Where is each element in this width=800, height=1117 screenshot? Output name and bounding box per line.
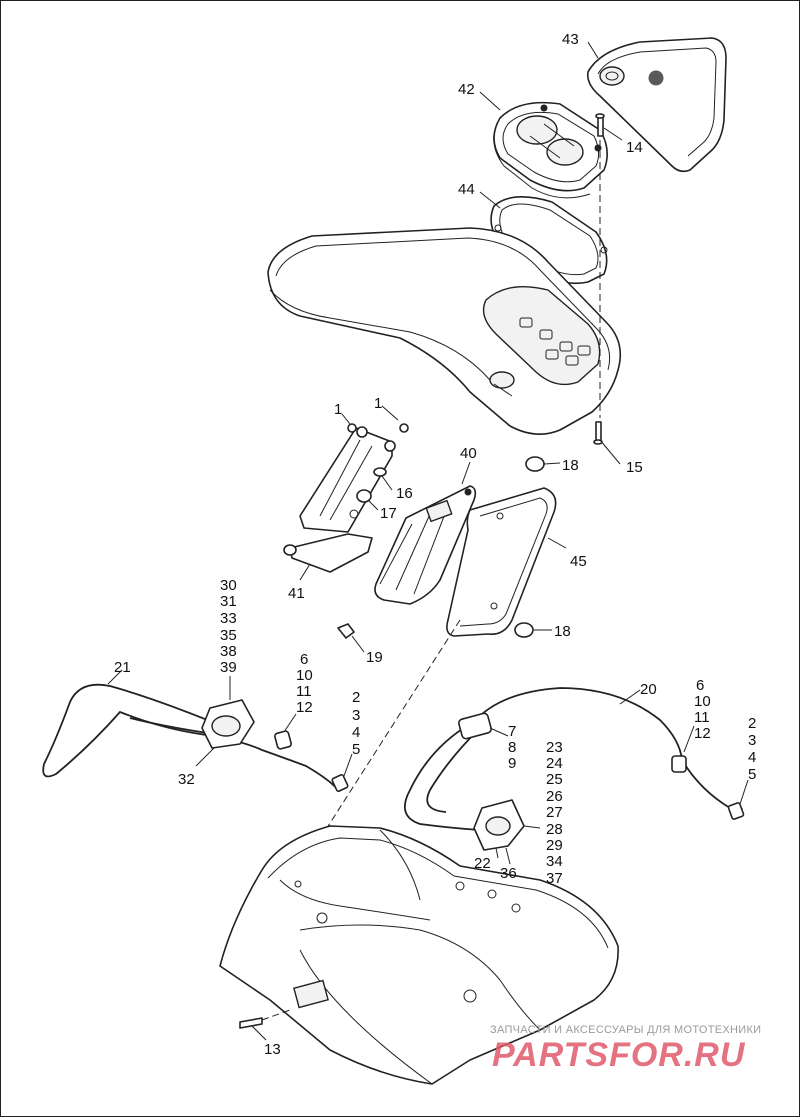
callout-12a: 12 bbox=[296, 699, 313, 716]
callout-28: 28 bbox=[546, 821, 563, 838]
callout-38: 38 bbox=[220, 643, 237, 660]
speaker-grille-cover bbox=[586, 37, 727, 173]
callout-14: 14 bbox=[626, 139, 643, 156]
grommet-18-upper bbox=[525, 456, 545, 472]
saddlebag-lid bbox=[267, 227, 622, 435]
callout-44: 44 bbox=[458, 181, 475, 198]
callout-37: 37 bbox=[546, 870, 563, 887]
callout-36: 36 bbox=[500, 865, 517, 882]
callout-2b: 2 bbox=[748, 715, 756, 732]
callout-19: 19 bbox=[366, 649, 383, 666]
callout-18a: 18 bbox=[562, 457, 579, 474]
callout-4b: 4 bbox=[748, 749, 756, 766]
callout-30: 30 bbox=[220, 577, 237, 594]
callout-9: 9 bbox=[508, 755, 516, 772]
callout-13: 13 bbox=[264, 1041, 281, 1058]
left-wiring-harness bbox=[42, 683, 349, 793]
callout-31: 31 bbox=[220, 593, 237, 610]
callout-labels: 43 42 14 44 1 1 40 18 15 16 17 45 41 30 … bbox=[114, 31, 756, 1058]
callout-17: 17 bbox=[380, 505, 397, 522]
callout-43: 43 bbox=[562, 31, 579, 48]
screw-14 bbox=[595, 113, 605, 137]
callout-1b: 1 bbox=[374, 395, 382, 412]
leader-lines bbox=[107, 41, 749, 1041]
callout-3b: 3 bbox=[748, 732, 756, 749]
callout-6b: 6 bbox=[696, 677, 704, 694]
callout-20: 20 bbox=[640, 681, 657, 698]
grommet-18-lower bbox=[514, 622, 534, 638]
hinge-bracket bbox=[283, 426, 396, 573]
callout-5a: 5 bbox=[352, 741, 360, 758]
callout-42: 42 bbox=[458, 81, 475, 98]
callout-34: 34 bbox=[546, 853, 563, 870]
callout-40: 40 bbox=[460, 445, 477, 462]
saddlebag-body bbox=[219, 825, 619, 1085]
speaker bbox=[493, 101, 608, 199]
callout-21: 21 bbox=[114, 659, 131, 676]
callout-4a: 4 bbox=[352, 724, 360, 741]
callout-23: 23 bbox=[546, 739, 563, 756]
callout-6a: 6 bbox=[300, 651, 308, 668]
callout-22: 22 bbox=[474, 855, 491, 872]
bushing-17 bbox=[356, 489, 372, 503]
callout-32: 32 bbox=[178, 771, 195, 788]
right-wiring-harness bbox=[403, 687, 745, 851]
nut-19 bbox=[337, 623, 355, 639]
callout-10a: 10 bbox=[296, 667, 313, 684]
screw-1 bbox=[347, 423, 409, 433]
callout-29: 29 bbox=[546, 837, 563, 854]
screw-13 bbox=[239, 1009, 291, 1029]
callout-2a: 2 bbox=[352, 689, 360, 706]
callout-26: 26 bbox=[546, 788, 563, 805]
callout-25: 25 bbox=[546, 771, 563, 788]
callout-5b: 5 bbox=[748, 766, 756, 783]
callout-11b: 11 bbox=[694, 709, 710, 726]
speaker-gasket bbox=[490, 196, 608, 285]
callout-8: 8 bbox=[508, 739, 516, 756]
washer-16 bbox=[373, 467, 387, 477]
callout-10b: 10 bbox=[694, 693, 711, 710]
callout-45: 45 bbox=[570, 553, 587, 570]
callout-1a: 1 bbox=[334, 401, 342, 418]
callout-16: 16 bbox=[396, 485, 413, 502]
callout-27: 27 bbox=[546, 804, 563, 821]
callout-39: 39 bbox=[220, 659, 237, 676]
callout-7: 7 bbox=[508, 723, 516, 740]
watermark-logo: PARTSFOR.RU bbox=[492, 1036, 746, 1074]
callout-18b: 18 bbox=[554, 623, 571, 640]
callout-11a: 11 bbox=[296, 683, 312, 700]
callout-41: 41 bbox=[288, 585, 305, 602]
lid-liner-plate bbox=[446, 487, 557, 637]
callout-3a: 3 bbox=[352, 707, 360, 724]
callout-15: 15 bbox=[626, 459, 643, 476]
callout-24: 24 bbox=[546, 755, 563, 772]
watermark-tagline: ЗАПЧАСТИ И АКСЕССУАРЫ ДЛЯ МОТОТЕХНИКИ bbox=[490, 1024, 762, 1036]
callout-33: 33 bbox=[220, 610, 237, 627]
callout-12b: 12 bbox=[694, 725, 711, 742]
control-module bbox=[374, 485, 477, 605]
callout-35: 35 bbox=[220, 627, 237, 644]
